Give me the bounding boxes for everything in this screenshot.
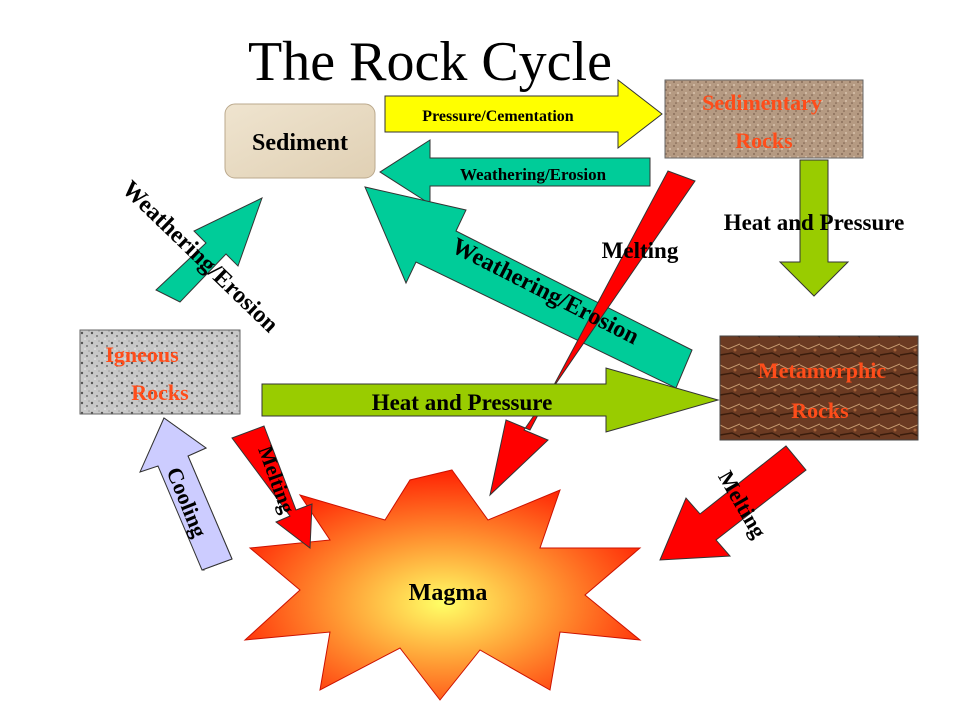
- sedimentary-label-line2: Rocks: [735, 128, 793, 153]
- sedimentary-label-line1: Sedimentary: [702, 90, 822, 115]
- page-title: The Rock Cycle: [248, 31, 612, 93]
- sediment-label: Sediment: [252, 130, 348, 156]
- melting-label-igneous: Melting: [253, 443, 300, 517]
- magma-label: Magma: [409, 580, 488, 606]
- heat-pressure-arrow-mid: Heat and Pressure: [261, 367, 720, 433]
- weathering-arrow-diagonal: [364, 186, 693, 389]
- weathering-arrow-left: [155, 197, 263, 303]
- heat-pressure-label-right: Heat and Pressure: [724, 210, 905, 235]
- igneous-label-line1: Igneous: [105, 342, 179, 367]
- melting-label-sedimentary: Melting: [602, 238, 679, 263]
- metamorphic-label-line1: Metamorphic: [758, 358, 887, 383]
- sedimentary-rocks-node: Sedimentary Rocks: [664, 79, 864, 159]
- cooling-arrow: [139, 417, 233, 571]
- metamorphic-rocks-node: Metamorphic Rocks: [719, 335, 919, 441]
- melting-arrow-igneous: [231, 425, 313, 549]
- melting-arrow-metamorphic: [659, 445, 807, 561]
- pressure-cementation-label: Pressure/Cementation: [422, 108, 573, 125]
- melting-arrow-sedimentary: [489, 170, 696, 497]
- pressure-cementation-arrow: Pressure/Cementation: [384, 78, 663, 150]
- metamorphic-label-line2: Rocks: [791, 398, 849, 423]
- heat-pressure-arrow-down: [778, 159, 850, 297]
- heat-pressure-label-mid: Heat and Pressure: [372, 390, 553, 415]
- magma-node: Magma: [243, 469, 642, 701]
- igneous-rocks-node: Igneous Rocks: [79, 329, 241, 415]
- igneous-label-line2: Rocks: [131, 380, 189, 405]
- weathering-arrow-top: Weathering/Erosion: [379, 139, 651, 205]
- sediment-node: Sediment: [224, 103, 376, 179]
- weathering-label-top: Weathering/Erosion: [460, 165, 607, 184]
